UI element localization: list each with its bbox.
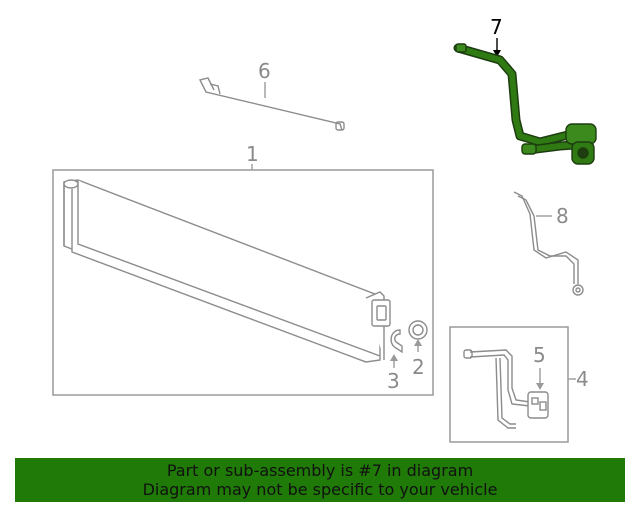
arrow-2 <box>414 339 422 346</box>
callout-6[interactable]: 6 <box>258 59 271 83</box>
part-5-valve[interactable] <box>527 391 549 419</box>
part-4-pipes[interactable] <box>463 349 531 429</box>
part-6-line[interactable] <box>198 77 345 131</box>
transmission-cooler[interactable] <box>63 179 391 363</box>
callout-8[interactable]: 8 <box>556 204 569 228</box>
part-8-sensor-line[interactable] <box>513 191 584 296</box>
info-banner: Part or sub-assembly is #7 in diagram Di… <box>15 458 625 502</box>
part-4-box <box>449 326 569 443</box>
banner-line-2: Diagram may not be specific to your vehi… <box>142 480 498 499</box>
callout-3[interactable]: 3 <box>387 369 400 393</box>
callout-7[interactable]: 7 <box>490 15 503 39</box>
callout-4[interactable]: 4 <box>576 367 589 391</box>
arrow-3 <box>390 354 398 361</box>
part-3-clip[interactable] <box>390 329 403 354</box>
banner-line-1: Part or sub-assembly is #7 in diagram <box>166 461 474 480</box>
part-7-hose-assembly[interactable] <box>453 43 597 165</box>
callout-2[interactable]: 2 <box>412 355 425 379</box>
part-2-seal[interactable] <box>408 320 428 340</box>
arrow-7 <box>493 50 501 57</box>
callout-5[interactable]: 5 <box>533 343 546 367</box>
callout-1[interactable]: 1 <box>246 142 259 166</box>
arrow-5 <box>536 383 544 390</box>
